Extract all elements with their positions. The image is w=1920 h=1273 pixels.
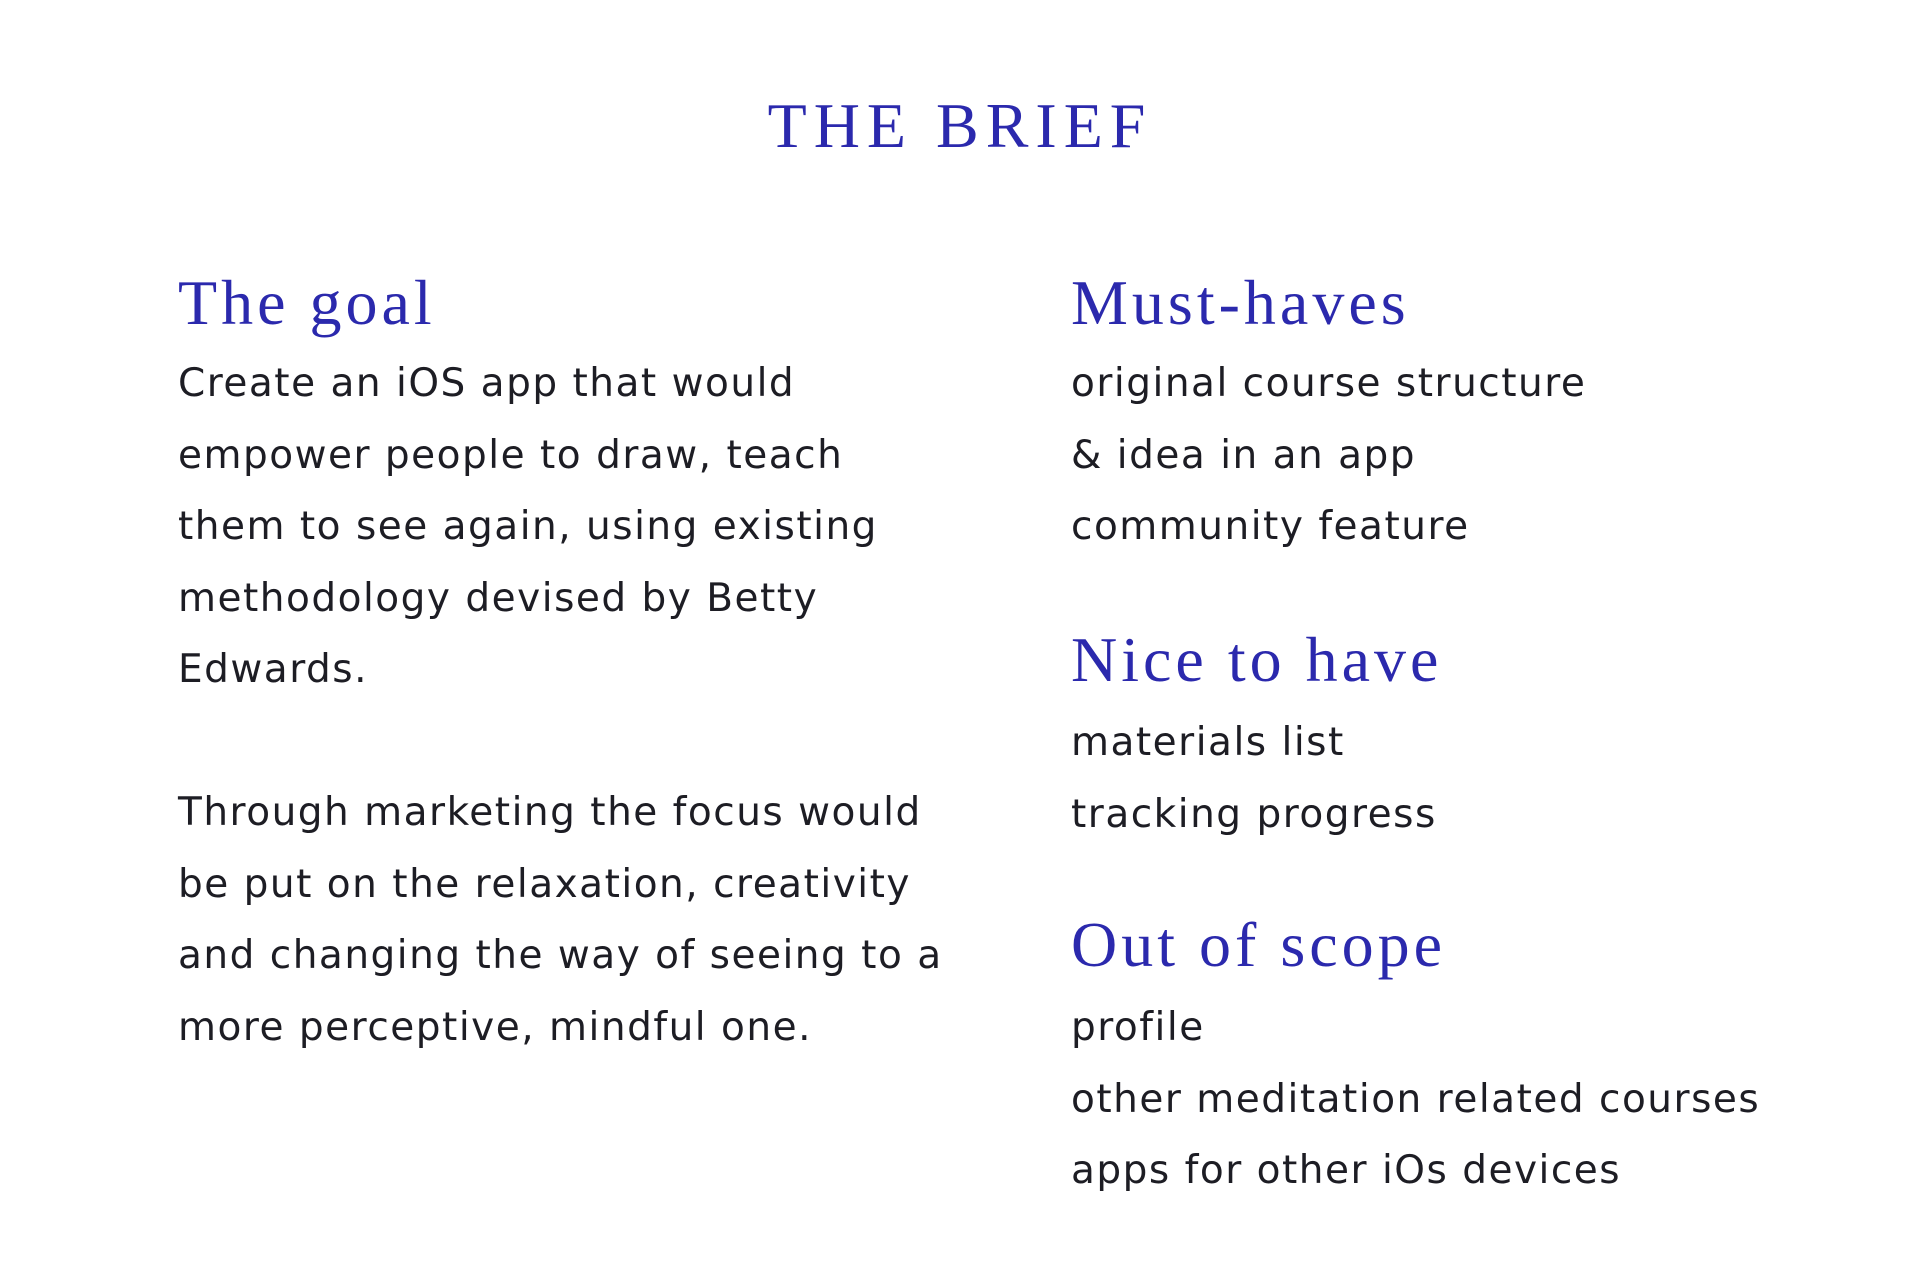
list-item: original course structure: [1071, 361, 1587, 406]
list-item: & idea in an app: [1071, 432, 1417, 478]
page-title: THE BRIEF: [767, 90, 1153, 161]
list-item: profile: [1071, 1005, 1205, 1050]
list-item: materials list: [1071, 720, 1345, 765]
must-haves-heading: Must-haves: [1071, 267, 1410, 338]
goal-body: Create an iOS app that would empower peo…: [178, 348, 958, 1063]
goal-paragraph: Create an iOS app that would empower peo…: [178, 361, 878, 692]
out-of-scope-heading: Out of scope: [1071, 909, 1447, 980]
goal-heading: The goal: [178, 267, 436, 338]
out-of-scope-list: profile other meditation related courses…: [1071, 992, 1871, 1207]
list-item: tracking progress: [1071, 791, 1437, 837]
out-of-scope-section: Out of scope profile other meditation re…: [1071, 900, 1871, 1207]
must-haves-list: original course structure & idea in an a…: [1071, 348, 1871, 563]
list-item: other meditation related courses: [1071, 1076, 1761, 1122]
goal-paragraph: Through marketing the focus would be put…: [178, 790, 943, 1050]
nice-to-have-heading: Nice to have: [1071, 624, 1443, 695]
nice-to-have-list: materials list tracking progress: [1071, 707, 1871, 850]
nice-to-have-section: Nice to have materials list tracking pro…: [1071, 615, 1871, 850]
list-item: community feature: [1071, 504, 1470, 549]
must-haves-section: Must-haves original course structure & i…: [1071, 258, 1871, 563]
list-item: apps for other iOs devices: [1071, 1148, 1622, 1193]
goal-section: The goal Create an iOS app that would em…: [178, 258, 958, 1063]
